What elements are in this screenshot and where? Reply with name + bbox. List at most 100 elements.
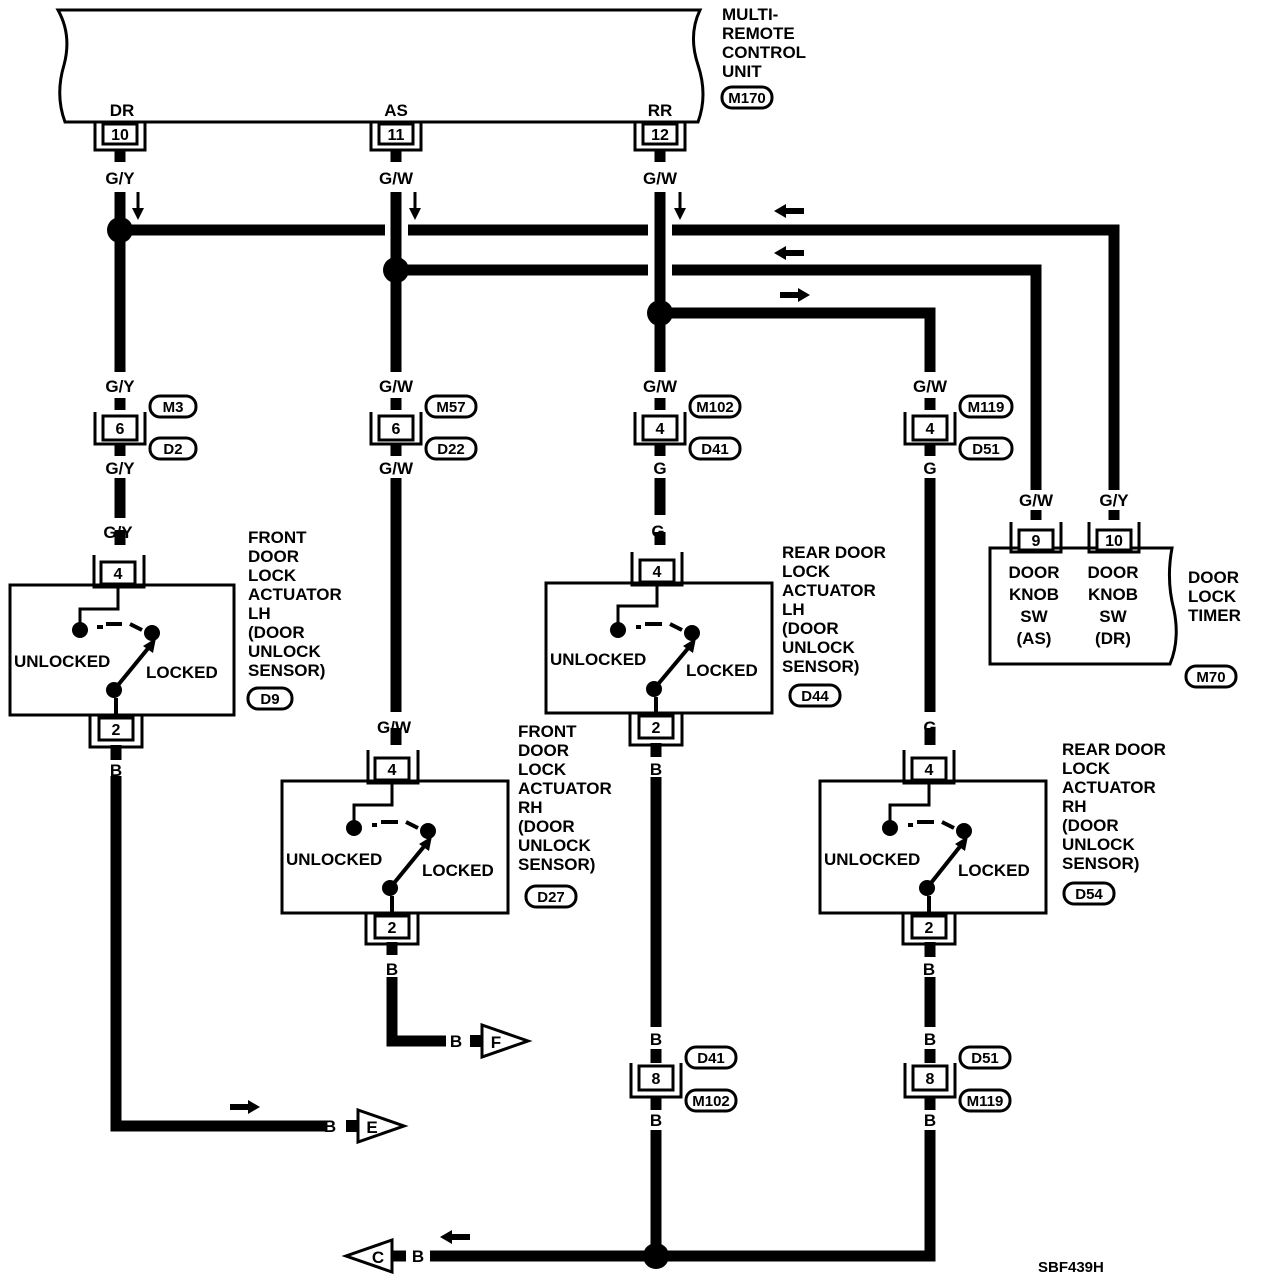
actuator-name-line: FRONT	[248, 528, 307, 547]
arrow-left-icon	[774, 246, 804, 260]
connector-id-upper: D51	[971, 1050, 999, 1067]
wire-harness	[107, 150, 1120, 1269]
timer-dr-line-3: SW	[1099, 607, 1127, 626]
terminal-label-as: AS	[384, 101, 408, 120]
actuator-name-line: RH	[518, 798, 543, 817]
arrow-right-icon	[780, 288, 810, 302]
wire-out-color: B	[923, 960, 935, 979]
locked-label: LOCKED	[146, 663, 218, 682]
ground-ref-e: B E	[324, 1107, 409, 1145]
wire-color-above: B	[650, 1030, 662, 1049]
wire-out-color: B	[386, 960, 398, 979]
connector-id-lower: D2	[163, 441, 182, 458]
actuator-name-line: LOCK	[782, 562, 831, 581]
timer-as-line-2: KNOB	[1009, 585, 1059, 604]
actuator-name-line: LOCK	[518, 760, 567, 779]
actuator-name-line: (DOOR	[782, 619, 839, 638]
unlocked-label: UNLOCKED	[550, 650, 646, 669]
wire-in-color: G	[923, 718, 936, 737]
front-door-lock-actuator-lh: G/Y 4 2 B UNLOCKED LOCKED FRONT DOOR LOC…	[8, 523, 342, 780]
arrow-left-icon	[440, 1230, 470, 1244]
wire-out-color: B	[650, 760, 662, 779]
pin-number: 2	[652, 720, 661, 737]
arrow-down-icon	[132, 192, 144, 220]
terminal-label-rr: RR	[648, 101, 673, 120]
timer-name-3: TIMER	[1188, 606, 1241, 625]
wire-color-above: G/W	[379, 377, 414, 396]
timer-connector-id: M70	[1196, 669, 1225, 686]
actuator-name-line: SENSOR)	[1062, 854, 1139, 873]
connector-id-lower: D51	[972, 441, 1000, 458]
wire-out-color: B	[110, 761, 122, 780]
timer-as-line-4: (AS)	[1017, 629, 1052, 648]
inline-connector-m119-d51: G/W 4 G M119 D51	[903, 377, 1014, 478]
pin-number: 10	[1105, 533, 1123, 550]
wire-color: G/W	[643, 169, 678, 188]
actuator-connector-id: D27	[537, 889, 565, 906]
timer-as-line-1: DOOR	[1009, 563, 1060, 582]
pin-number: 12	[651, 127, 669, 144]
actuator-name-line: LOCK	[248, 566, 297, 585]
inline-connector-m3-d2: G/Y 6 G/Y M3 D2	[93, 377, 198, 478]
actuator-name-line: ACTUATOR	[518, 779, 612, 798]
ground-ref-c: B C	[341, 1237, 424, 1275]
inline-connector-m57-d22: G/W 6 G/W M57 D22	[369, 377, 478, 478]
arrow-left-icon	[774, 204, 804, 218]
connector-id-lower: D41	[701, 441, 729, 458]
wire-color-below: B	[924, 1111, 936, 1130]
terminal-label-dr: DR	[110, 101, 135, 120]
actuator-name-line: LH	[782, 600, 805, 619]
control-unit-name-2: REMOTE	[722, 24, 795, 43]
wire-color-above: G/Y	[105, 377, 135, 396]
current-flow-arrows	[132, 192, 810, 1244]
wire-color-below: G	[923, 459, 936, 478]
ground-ref-f: B F	[450, 1022, 533, 1060]
actuator-name-line: REAR DOOR	[782, 543, 886, 562]
wire-in-color: G	[651, 522, 664, 541]
control-unit-name-1: MULTI-	[722, 5, 778, 24]
timer-as-line-3: SW	[1020, 607, 1048, 626]
actuator-name-line: (DOOR	[518, 817, 575, 836]
actuator-name-line: SENSOR)	[518, 855, 595, 874]
control-unit-name-3: CONTROL	[722, 43, 806, 62]
locked-label: LOCKED	[422, 861, 494, 880]
ref-letter: E	[366, 1118, 377, 1137]
timer-dr-line-4: (DR)	[1095, 629, 1131, 648]
pin-number: 4	[388, 762, 397, 779]
connector-id-upper: M3	[163, 399, 184, 416]
pin-number: 11	[388, 127, 405, 144]
actuator-name-line: UNLOCK	[1062, 835, 1135, 854]
locked-label: LOCKED	[958, 861, 1030, 880]
actuator-name-line: FRONT	[518, 722, 577, 741]
pin-number: 4	[926, 421, 935, 438]
actuator-name-line: LH	[248, 604, 271, 623]
connector-id-lower: M119	[967, 1093, 1004, 1110]
front-door-lock-actuator-rh: G/W 4 2 B UNLOCKED LOCKED FRONT DOOR LOC…	[280, 718, 612, 979]
pin-number: 4	[653, 564, 662, 581]
connector-id-lower: D22	[437, 441, 465, 458]
inline-connector-d41-m102: B 8 B D41 M102	[629, 1030, 738, 1130]
wire-color: G/Y	[1099, 491, 1129, 510]
inline-connector-m102-d41: G/W 4 G M102 D41	[633, 377, 742, 478]
pin-number: 4	[656, 421, 665, 438]
actuator-connector-id: D9	[260, 691, 279, 708]
timer-name-2: LOCK	[1188, 587, 1237, 606]
unlocked-label: UNLOCKED	[824, 850, 920, 869]
unlocked-label: UNLOCKED	[286, 850, 382, 869]
actuator-name-line: LOCK	[1062, 759, 1111, 778]
timer-name-1: DOOR	[1188, 568, 1239, 587]
wire-color: G/W	[379, 169, 414, 188]
wire-color: G/W	[1019, 491, 1054, 510]
actuator-connector-id: D54	[1075, 886, 1103, 903]
pin-number: 6	[392, 421, 401, 438]
unlocked-label: UNLOCKED	[14, 652, 110, 671]
connector-id-upper: M119	[968, 399, 1005, 416]
control-unit-terminal-10: 10	[93, 122, 147, 152]
actuator-name-line: ACTUATOR	[248, 585, 342, 604]
actuator-name-line: (DOOR	[248, 623, 305, 642]
wire-color-below: G	[653, 459, 666, 478]
locked-label: LOCKED	[686, 661, 758, 680]
control-unit-terminal-12: 12	[633, 122, 687, 152]
actuator-name-line: DOOR	[248, 547, 299, 566]
